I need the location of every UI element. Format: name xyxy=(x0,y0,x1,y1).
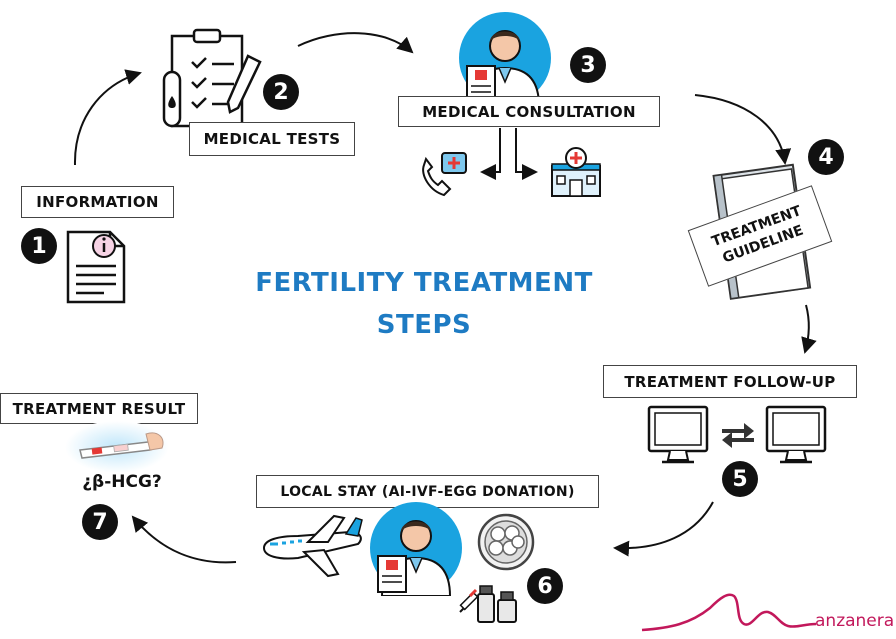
embryo-icon xyxy=(477,513,535,571)
brand-logo-wave xyxy=(641,593,817,632)
branch-arrow-left xyxy=(480,128,501,180)
syringe-icon xyxy=(459,588,479,613)
step-5-badge: 5 xyxy=(722,461,758,497)
diagram-title-line2: STEPS xyxy=(376,310,472,340)
hospital-icon xyxy=(551,147,601,197)
monitor-icon xyxy=(765,405,827,464)
step-2-badge: 2 xyxy=(263,74,299,110)
medicine-vials-icon xyxy=(459,585,517,623)
monitor-icon xyxy=(647,405,709,464)
step-medical-consultation-label: MEDICAL CONSULTATION xyxy=(398,96,660,127)
step-local-stay-label: LOCAL STAY (AI-IVF-EGG DONATION) xyxy=(256,475,599,508)
exchange-arrows-icon xyxy=(722,423,754,448)
document-info-icon xyxy=(66,230,126,304)
arrow-info-to-tests xyxy=(73,69,142,166)
test-tube-icon xyxy=(162,70,182,128)
step-4-badge: 4 xyxy=(808,139,844,175)
step-treatment-followup-label: TREATMENT FOLLOW-UP xyxy=(603,365,857,398)
phone-medical-icon xyxy=(422,152,467,197)
step-information-label: INFORMATION xyxy=(21,186,174,218)
step-treatment-result-label: TREATMENT RESULT xyxy=(0,393,198,424)
doctor-icon xyxy=(459,12,551,106)
clipboard-checklist-icon xyxy=(162,28,262,128)
brand-logo-text: anzanera xyxy=(815,611,895,631)
arrow-consultation-to-guideline xyxy=(694,94,792,165)
step-7-badge: 7 xyxy=(82,504,118,540)
doctor-icon xyxy=(370,502,462,596)
arrow-guideline-to-followup xyxy=(801,304,817,354)
pencil-icon xyxy=(226,54,262,114)
arrow-localstay-to-result xyxy=(131,515,237,564)
airplane-icon xyxy=(262,514,363,578)
beta-hcg-text: ¿β-HCG? xyxy=(82,472,162,492)
arrow-followup-to-localstay xyxy=(613,501,714,557)
diagram-title-line1: FERTILITY TREATMENT xyxy=(255,268,593,298)
branch-arrow-right xyxy=(515,128,538,180)
step-1-badge: 1 xyxy=(21,228,57,264)
step-medical-tests-label: MEDICAL TESTS xyxy=(189,122,355,156)
step-3-badge: 3 xyxy=(570,47,606,83)
arrow-tests-to-consultation xyxy=(297,32,414,54)
pregnancy-test-icon xyxy=(65,421,169,473)
step-6-badge: 6 xyxy=(527,568,563,604)
